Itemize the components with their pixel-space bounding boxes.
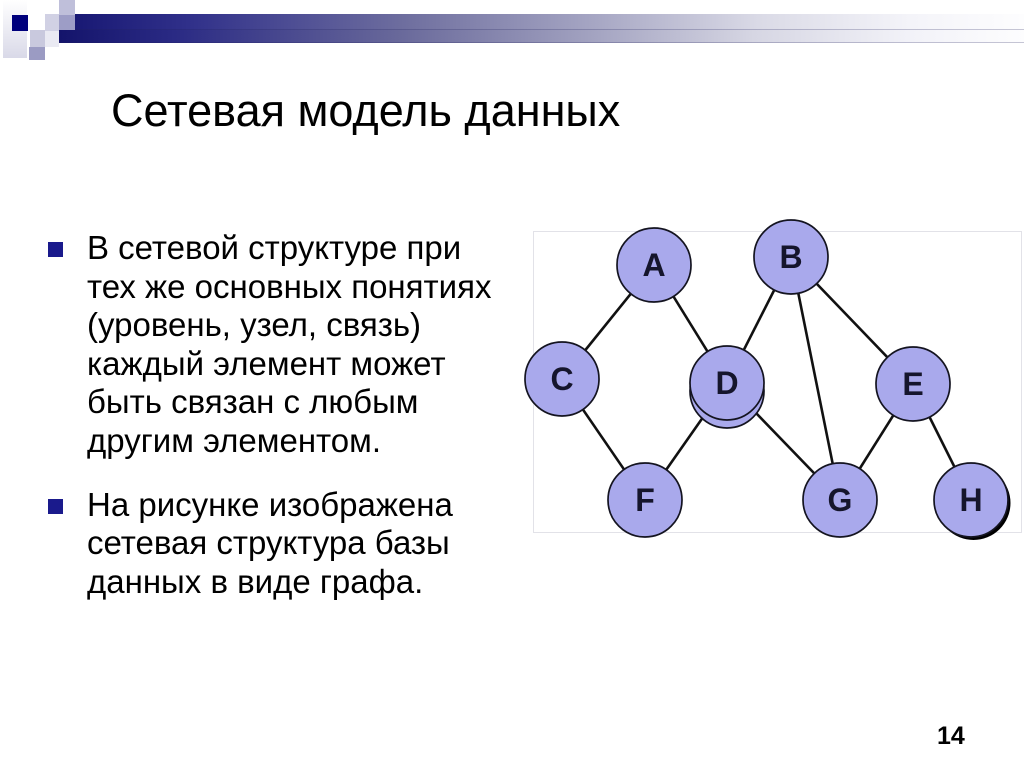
graph-node-label-D: D (715, 365, 738, 401)
page-number: 14 (937, 722, 965, 750)
decor-square (30, 30, 45, 47)
bullet-square-icon (48, 498, 63, 514)
graph-node-label-F: F (635, 482, 655, 518)
decor-square (59, 15, 75, 30)
bullet-item-2: На рисунке изображена сетевая структура … (42, 486, 522, 602)
graph-node-label-G: G (828, 482, 853, 518)
graph-node-label-A: A (642, 247, 665, 283)
graph-node-E (875, 346, 951, 422)
graph-node-F (607, 462, 683, 538)
bullet-item-1: В сетевой структуре при тех же основных … (42, 229, 522, 461)
graph-node-label-C: C (550, 361, 573, 397)
graph-edge-B-G (789, 256, 842, 501)
bullet-text-1: В сетевой структуре при тех же основных … (87, 229, 492, 459)
graph-node-C (524, 341, 600, 417)
decor-square (45, 31, 59, 47)
graph-node-label-H: H (959, 482, 982, 518)
decor-square (59, 0, 75, 15)
decor-square (45, 14, 59, 31)
header-bar-bottom (59, 30, 1024, 43)
bullet-square-icon (48, 242, 63, 257)
decor-square (29, 47, 45, 60)
graph-node-H (933, 462, 1009, 538)
slide-title: Сетевая модель данных (111, 85, 621, 136)
header-bar-top (75, 14, 1024, 30)
graph-node-B (753, 219, 829, 295)
bullet-text-2: На рисунке изображена сетевая структура … (87, 485, 453, 600)
graph-node-G (802, 462, 878, 538)
bullet-list: В сетевой структуре при тех же основных … (42, 229, 522, 601)
decor-navy-square (12, 15, 28, 31)
graph-node-D (689, 345, 765, 421)
graph-node-label-E: E (902, 366, 923, 402)
graph-node-A (616, 227, 692, 303)
graph-node-label-B: B (779, 239, 802, 275)
